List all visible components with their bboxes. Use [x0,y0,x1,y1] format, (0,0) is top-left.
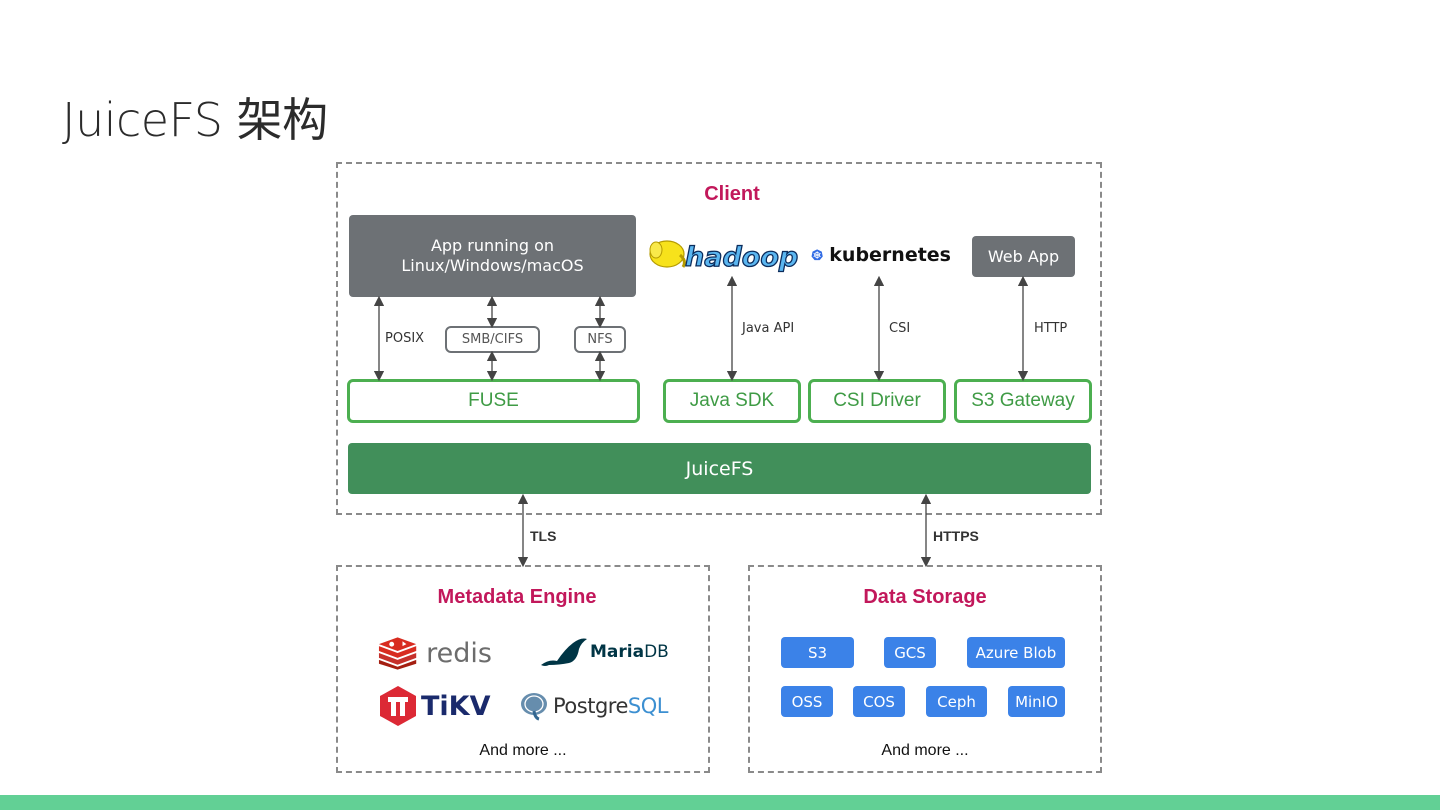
footer-accent-bar [0,795,1440,810]
web-app-box: Web App [972,236,1075,277]
storage-minio: MinIO [1008,686,1065,717]
tikv-hexagon-icon [380,686,416,726]
postgresql-elephant-icon [521,693,547,721]
smb-cifs-box: SMB/CIFS [445,326,540,353]
metadata-engine-heading: Metadata Engine [437,586,597,608]
mariadb-logo-suffix: DB [644,642,669,662]
csi-driver-box: CSI Driver [808,379,946,423]
data-storage-heading: Data Storage [863,586,987,608]
postgresql-logo-suffix: SQL [627,694,669,718]
postgresql-logo-text: PostgreSQL [553,694,668,718]
java-api-label: Java API [742,321,795,336]
s3-gateway-box: S3 Gateway [954,379,1092,423]
client-container [336,162,1102,515]
storage-azure-blob: Azure Blob [967,637,1065,668]
app-box: App running on Linux/Windows/macOS [349,215,636,297]
storage-cos: COS [853,686,905,717]
storage-s3: S3 [781,637,854,668]
tikv-logo: TiKV [379,685,494,727]
posix-label: POSIX [385,331,425,346]
redis-logo-text: redis [426,637,492,669]
storage-oss: OSS [781,686,833,717]
postgresql-logo-prefix: Postgre [553,694,628,718]
hadoop-logo: hadoop [647,235,803,274]
mariadb-seal-icon [541,638,587,666]
app-box-line1: App running on [430,236,555,255]
tls-label: TLS [530,528,557,544]
storage-ceph: Ceph [926,686,987,717]
kubernetes-logo: kubernetes [811,241,951,269]
https-label: HTTPS [933,528,979,544]
storage-gcs: GCS [884,637,936,668]
kubernetes-logo-text: kubernetes [829,244,951,266]
juicefs-core-bar: JuiceFS [348,443,1091,494]
hadoop-elephant-icon: hadoop [649,240,799,274]
redis-logo: redis [377,636,492,670]
page-title: JuiceFS 架构 [62,93,328,147]
redis-cube-icon [378,637,417,670]
kubernetes-helm-icon [811,249,823,261]
http-label: HTTP [1034,321,1068,336]
mariadb-logo-prefix: Maria [590,642,645,662]
mariadb-logo: MariaDB [539,634,674,670]
hadoop-logo-text: hadoop [685,242,798,273]
tikv-logo-text: TiKV [421,690,491,722]
mariadb-logo-text: MariaDB [590,642,669,662]
storage-and-more: And more ... [881,742,969,759]
app-box-line2: Linux/Windows/macOS [401,256,584,275]
csi-label: CSI [889,321,911,336]
client-heading: Client [704,183,760,205]
metadata-and-more: And more ... [479,742,567,759]
postgresql-logo: PostgreSQL [519,690,689,722]
